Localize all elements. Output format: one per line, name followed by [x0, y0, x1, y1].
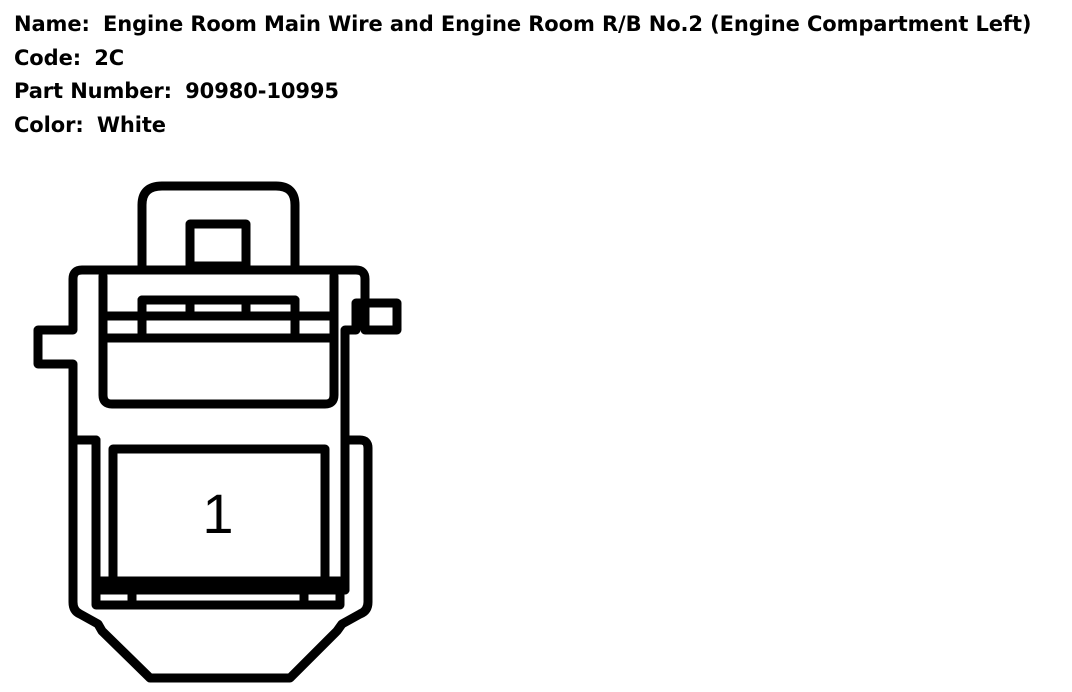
code-row: Code: 2C [14, 42, 1031, 76]
color-label: Color: [14, 112, 84, 137]
part-number-label: Part Number: [14, 79, 172, 103]
part-number: 90980-10995 [185, 79, 339, 103]
part-number-row: Part Number: 90980-10995 [14, 75, 1031, 109]
name-row: Name: Engine Room Main Wire and Engine R… [14, 8, 1031, 42]
left-rib [98, 271, 339, 409]
color-row: Color: White [14, 109, 1031, 143]
connector-name: Engine Room Main Wire and Engine Room R/… [103, 12, 1032, 36]
left-foot [91, 576, 137, 610]
right-foot [299, 576, 345, 610]
connector-code: 2C [94, 45, 125, 70]
name-label: Name: [14, 12, 90, 36]
code-label: Code: [14, 45, 82, 70]
pin-cavity [108, 444, 330, 586]
latch-lock [185, 219, 251, 271]
pin-label-1: 1 [202, 482, 233, 545]
connector-info: Name: Engine Room Main Wire and Engine R… [14, 8, 1031, 142]
housing-outline [33, 265, 402, 683]
latch-tab [137, 181, 300, 275]
connector-color: White [96, 112, 166, 137]
